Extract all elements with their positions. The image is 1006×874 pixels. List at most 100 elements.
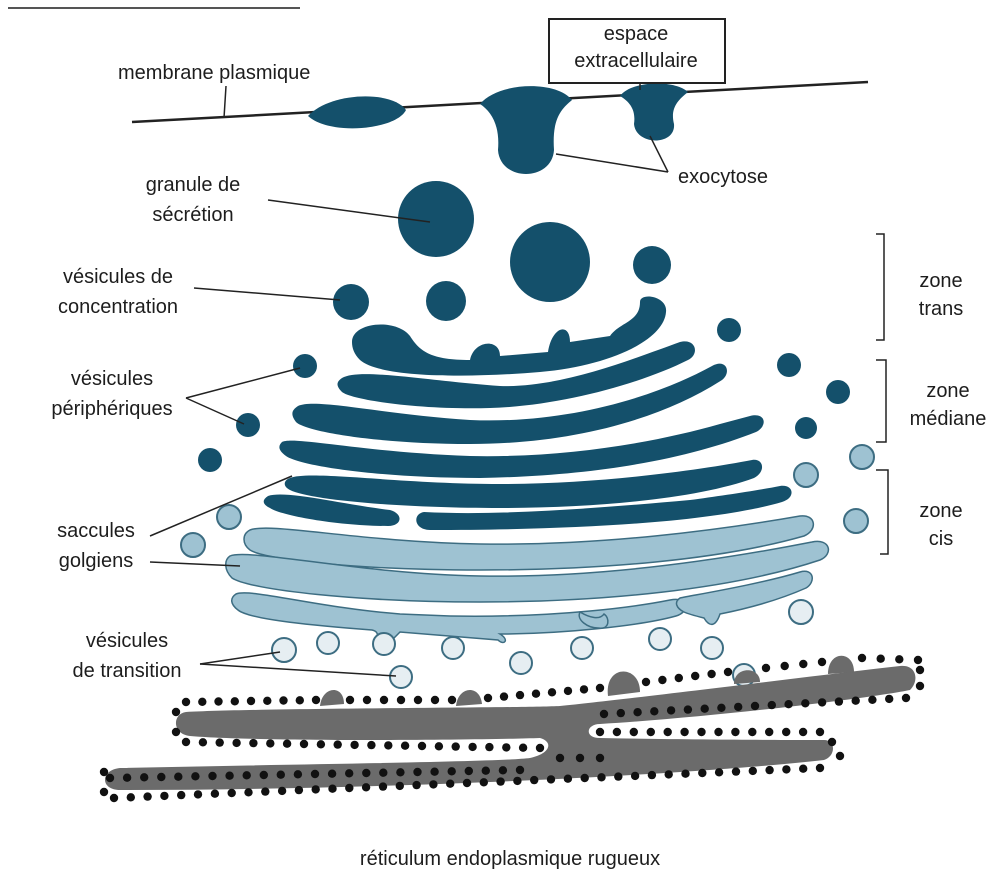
ribosome-dot [749,767,757,775]
label-granule-1: granule de [118,172,268,198]
ribosome-dot [328,785,336,793]
ribosome-dot [465,767,473,775]
ribosome-dot [597,773,605,781]
ribosome-dot [916,682,924,690]
label-espace-1: espace [548,21,724,47]
ribosome-dot [480,778,488,786]
ribosome-dot [600,710,608,718]
label-vesicules-transition-2: de transition [52,658,202,684]
ribosome-dot [401,742,409,750]
label-vesicules-transition-1: vésicules [52,628,202,654]
ribosome-dot [418,742,426,750]
ribosome-dot [499,766,507,774]
ribosome-dot [516,691,524,699]
ribosome-dot [208,772,216,780]
ribosome-dot [300,740,308,748]
ribosome-dot [484,694,492,702]
ribosome-dot [277,771,285,779]
ribosome-dot [396,768,404,776]
ribosome-dot [496,777,504,785]
ribosome-dot [914,656,922,664]
ribosome-dot [172,708,180,716]
ribosome-dot [681,770,689,778]
secretion-granule [510,222,590,302]
ribosome-dot [596,684,604,692]
ribosome-dot [650,707,658,715]
ribosome-dot [519,744,527,752]
ribosome-dot [244,788,252,796]
ribosome-dot [100,788,108,796]
condensing-vesicle [633,246,671,284]
ribosome-dot [617,709,625,717]
label-vesicules-concentration-1: vésicules de [40,264,196,290]
ribosome-dot [413,768,421,776]
ribosome-dot [715,768,723,776]
ribosome-dot [247,697,255,705]
ribosome-dot [379,769,387,777]
ribosome-dot [732,767,740,775]
ribosome-dot [177,791,185,799]
ribosome-dot [100,768,108,776]
ribosome-dot [765,728,773,736]
cis-cisternae [226,516,829,645]
condensing-vesicle [426,281,466,321]
ribosome-dot [397,696,405,704]
ribosome-dot [260,771,268,779]
ribosome-dot [172,728,180,736]
ribosome-dot [214,697,222,705]
ribosome-dot [799,728,807,736]
label-vesicules-peripheriques-2: périphériques [38,396,186,422]
ribosome-dot [328,770,336,778]
ribosome-dot [174,773,182,781]
ribosome-dot [367,741,375,749]
ribosome-dot [642,678,650,686]
label-zone-cis-1: zone [896,498,986,524]
ribosome-dot [231,697,239,705]
ribosome-dot [380,696,388,704]
label-espace-2: extracellulaire [548,48,724,74]
ribosome-dot [748,728,756,736]
ribosome-dot [414,696,422,704]
ribosome-dot [198,698,206,706]
ribosome-dot [363,696,371,704]
ribosome-dot [157,773,165,781]
ribosome-dot [312,785,320,793]
ribosome-dot [143,792,151,800]
ribosome-dot [191,772,199,780]
ribosome-dot [614,772,622,780]
ribosome-dot [784,700,792,708]
ribosome-dot [547,775,555,783]
ribosome-dot [885,695,893,703]
ribosome-dot [317,740,325,748]
ribosome-dot [731,728,739,736]
ribosome-dot [835,697,843,705]
ribosome-dot [581,774,589,782]
ribosome-dot [182,698,190,706]
ribosome-dot [818,698,826,706]
ribosome-dot [283,740,291,748]
ribosome-dot [266,739,274,747]
ribosome-dot [431,696,439,704]
ribosome-dot [564,775,572,783]
ribosome-dot [140,773,148,781]
ribosome-dot [160,792,168,800]
ribosome-dot [724,668,732,676]
exocytosis-vesicle-small [620,83,688,140]
ribosome-dot [648,771,656,779]
ribosome-dot [852,697,860,705]
ribosome-dot [346,696,354,704]
ribosome-dot [232,739,240,747]
ribosome-dot [762,664,770,672]
ribosome-dot [751,702,759,710]
ribosome-dot [278,787,286,795]
ribosome-dot [199,738,207,746]
zone-brackets [876,234,888,554]
rough-er [105,656,915,790]
ribosome-dot [765,766,773,774]
ribosome-dot [362,783,370,791]
ribosome-dot [485,743,493,751]
ribosome-dot [717,704,725,712]
ribosome-dot [647,728,655,736]
ribosome-dot [516,766,524,774]
